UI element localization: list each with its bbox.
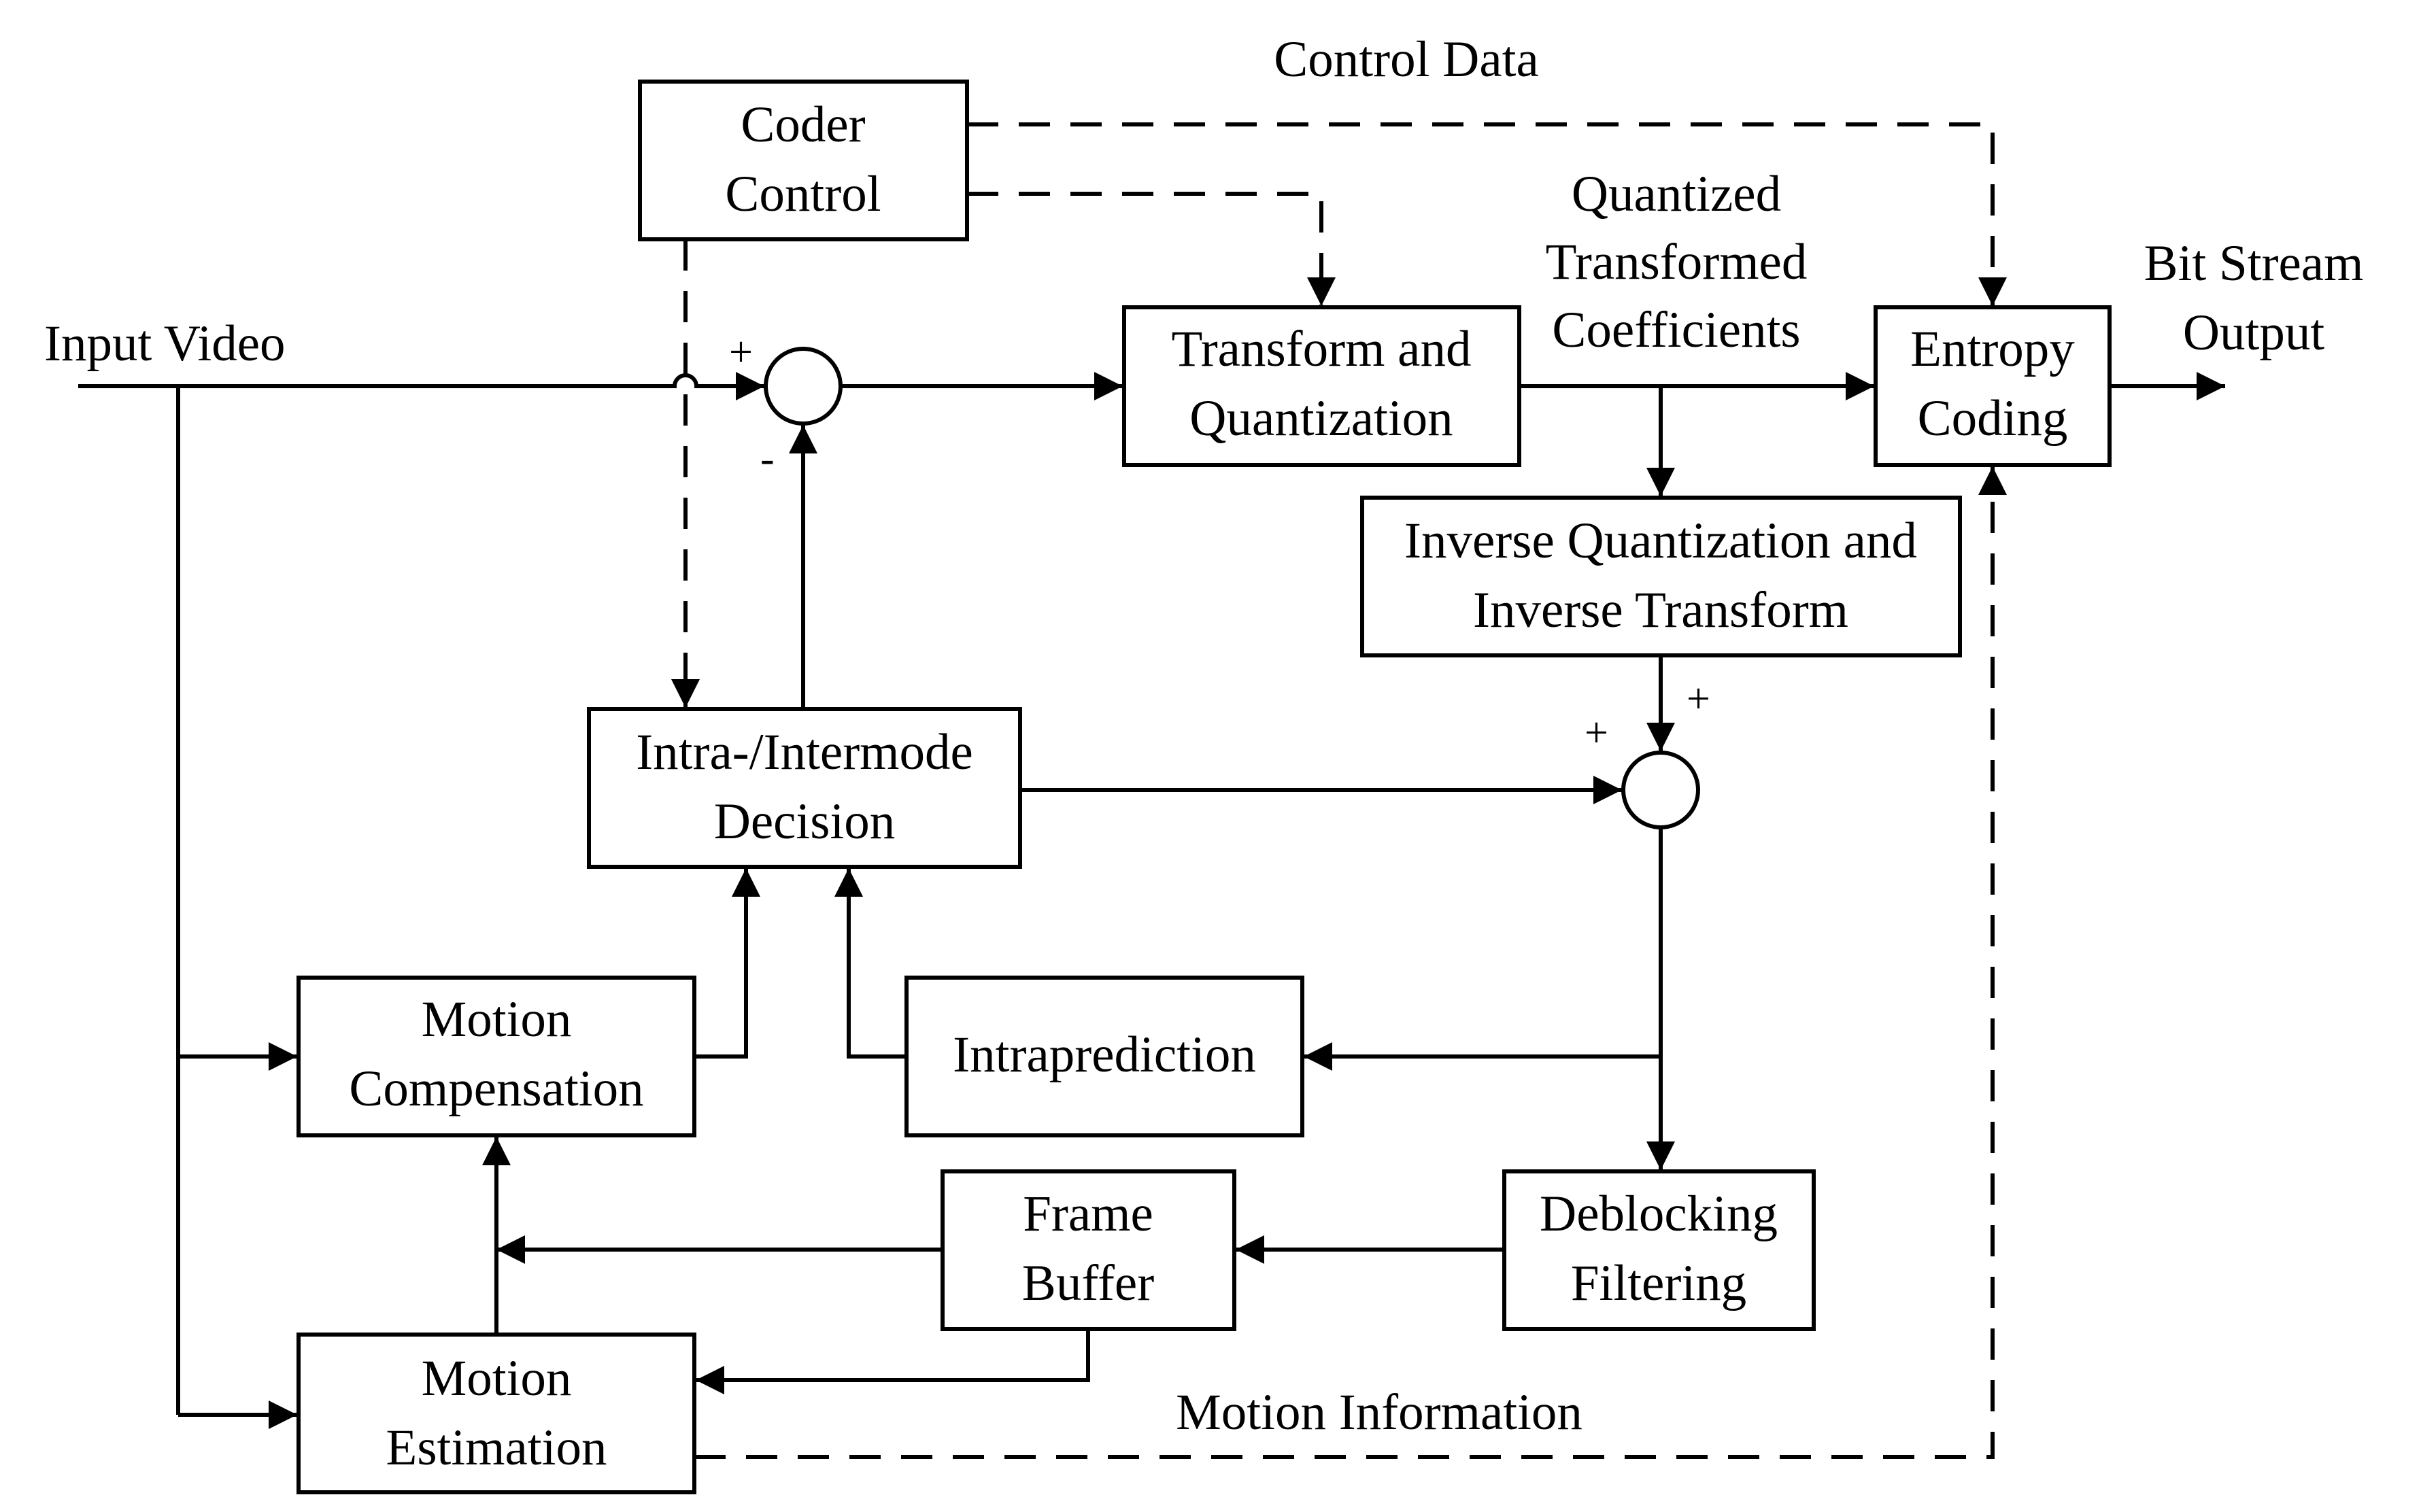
intra-inter-decision-label-2: Decision: [714, 793, 896, 850]
quantized-coefficients-label-1: Quantized: [1572, 166, 1781, 222]
coder-control-block: [638, 80, 969, 241]
motion-estimation-label-2: Estimation: [386, 1420, 607, 1476]
intraprediction-to-decision-arrow: [834, 868, 907, 1059]
deblocking-filtering-label-1: Deblocking: [1540, 1186, 1778, 1242]
coder-control-label-2: Control: [725, 166, 881, 222]
motion-compensation-to-decision-arrow: [694, 868, 760, 1059]
intra-inter-decision-label-1: Intra-/Intermode: [636, 724, 973, 780]
sum1-plus-sign: +: [729, 329, 753, 375]
sum1-minus-sign: -: [760, 436, 775, 482]
addition-junction: [1621, 751, 1700, 829]
sum2-plus-top-sign: +: [1687, 676, 1710, 722]
control-to-transform-dashed-arrow: [967, 192, 1336, 306]
intra-inter-decision-block: [587, 707, 1022, 869]
inverse-quantization-transform-block: [1360, 496, 1962, 657]
control-data-label: Control Data: [1274, 31, 1539, 88]
transform-quantization-label-2: Quantization: [1189, 390, 1453, 447]
transform-quantization-label-1: Transform and: [1172, 321, 1472, 377]
transform-quantization-block: [1122, 305, 1521, 467]
subtraction-junction: [764, 347, 843, 426]
frame-buffer-label-2: Buffer: [1022, 1255, 1154, 1311]
motion-information-dashed-arrow: [694, 466, 2007, 1459]
bitstream-output-label-2: Output: [2183, 305, 2325, 361]
entropy-coding-label-2: Coding: [1918, 390, 2068, 447]
bitstream-output-label-1: Bit Stream: [2144, 235, 2364, 292]
input-video-label: Input Video: [44, 315, 286, 372]
motion-estimation-block: [297, 1333, 696, 1494]
inverse-quantization-label-1: Inverse Quantization and: [1404, 513, 1917, 569]
quantized-coefficients-label-2: Transformed: [1546, 234, 1808, 290]
motion-compensation-block: [297, 976, 696, 1137]
frame-buffer-to-motion-estimation-arrow: [696, 1329, 1090, 1394]
motion-estimation-label-1: Motion: [422, 1350, 572, 1407]
sum2-plus-left-sign: +: [1585, 710, 1608, 756]
entropy-coding-label-1: Entropy: [1910, 321, 2075, 377]
deblocking-filtering-label-2: Filtering: [1571, 1255, 1746, 1311]
frame-buffer-label-1: Frame: [1023, 1186, 1153, 1242]
input-video-line: [78, 372, 764, 400]
coder-control-label-1: Coder: [741, 97, 865, 153]
entropy-coding-block: [1874, 305, 2112, 467]
inverse-quantization-label-2: Inverse Transform: [1473, 582, 1848, 638]
motion-compensation-label-1: Motion: [422, 991, 572, 1048]
motion-compensation-label-2: Compensation: [349, 1061, 643, 1117]
intraprediction-label: Intraprediction: [953, 1027, 1256, 1083]
intraprediction-block: [904, 976, 1304, 1137]
motion-information-label: Motion Information: [1176, 1384, 1582, 1441]
control-data-to-entropy-dashed-arrow: [967, 122, 2007, 306]
quantized-coefficients-label-3: Coefficients: [1552, 302, 1800, 358]
